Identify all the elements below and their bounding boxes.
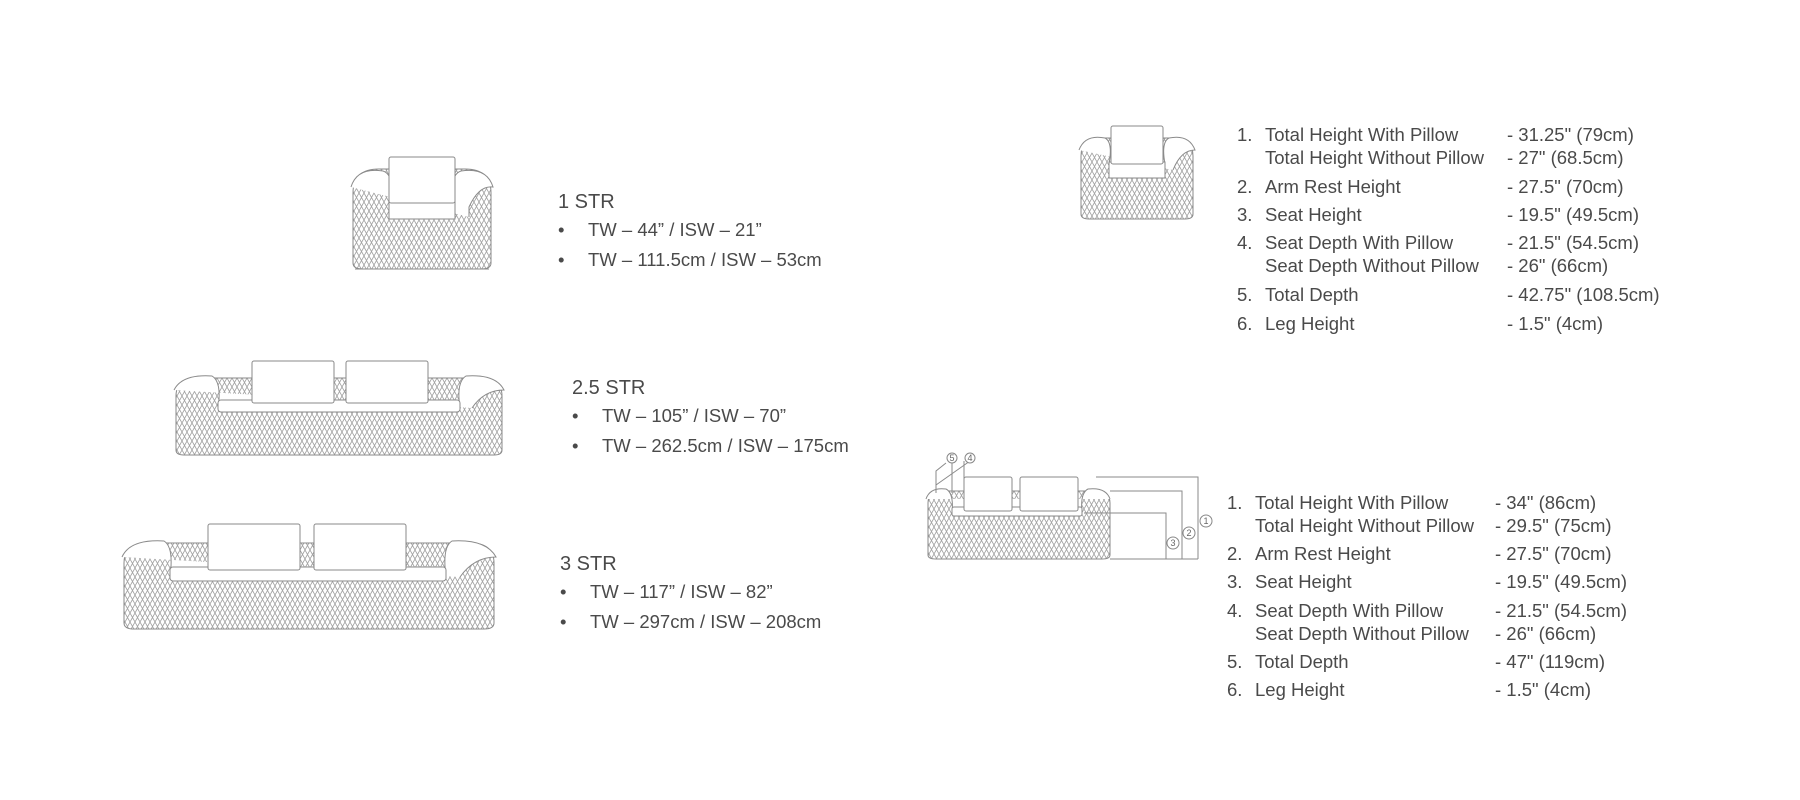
spec-number: 5. xyxy=(1237,284,1253,305)
spec-label: Total Height With Pillow xyxy=(1265,124,1459,145)
spec-value: - 42.75" (108.5cm) xyxy=(1507,284,1660,305)
spec-number: 1. xyxy=(1237,124,1253,145)
spec-label: Total Depth xyxy=(1255,651,1349,672)
model-title-2-5str: 2.5 STR xyxy=(572,377,646,399)
spec-number: 3. xyxy=(1237,204,1253,225)
bullet-icon: • xyxy=(560,581,567,602)
marker-3: 3 xyxy=(1170,538,1175,548)
bullet-text: TW – 44” / ISW – 21” xyxy=(588,219,762,240)
spec-value: - 21.5" (54.5cm) xyxy=(1507,232,1640,253)
spec-value: - 21.5" (54.5cm) xyxy=(1495,600,1628,621)
spec-value: - 29.5" (75cm) xyxy=(1495,515,1612,536)
sofa-3str-drawing xyxy=(121,523,497,630)
model-bullet: • TW – 44” / ISW – 21” xyxy=(558,219,762,241)
bullet-text: TW – 262.5cm / ISW – 175cm xyxy=(602,435,849,456)
model-bullet: • TW – 297cm / ISW – 208cm xyxy=(560,611,821,633)
spec-number: 3. xyxy=(1227,571,1243,592)
spec-value: - 19.5" (49.5cm) xyxy=(1495,571,1628,592)
spec-value: - 31.25" (79cm) xyxy=(1507,124,1634,145)
bullet-text: TW – 117” / ISW – 82” xyxy=(590,581,773,602)
spec-label: Seat Depth Without Pillow xyxy=(1255,623,1469,644)
spec-value: - 47" (119cm) xyxy=(1495,651,1606,672)
spec-label: Arm Rest Height xyxy=(1265,176,1401,197)
spec-label: Total Height Without Pillow xyxy=(1265,147,1485,168)
spec-value: - 27" (68.5cm) xyxy=(1507,147,1624,168)
spec-label: Seat Height xyxy=(1255,571,1352,592)
spec-value: - 27.5" (70cm) xyxy=(1507,176,1624,197)
chair-spec-drawing xyxy=(1078,125,1196,220)
chair-1str-drawing xyxy=(350,156,494,270)
model-bullet: • TW – 111.5cm / ISW – 53cm xyxy=(558,249,822,271)
spec-number: 4. xyxy=(1237,232,1253,253)
spec-value: - 26" (66cm) xyxy=(1495,623,1597,644)
bullet-icon: • xyxy=(572,435,579,456)
spec-label: Seat Depth With Pillow xyxy=(1265,232,1454,253)
bullet-text: TW – 105” / ISW – 70” xyxy=(602,405,787,426)
spec-number: 6. xyxy=(1227,679,1243,700)
spec-number: 2. xyxy=(1237,176,1253,197)
bullet-text: TW – 297cm / ISW – 208cm xyxy=(590,611,822,632)
bullet-text: TW – 111.5cm / ISW – 53cm xyxy=(588,249,822,270)
spec-label: Seat Depth With Pillow xyxy=(1255,600,1444,621)
spec-number: 5. xyxy=(1227,651,1243,672)
model-title-1str: 1 STR xyxy=(558,191,615,213)
spec-label: Total Depth xyxy=(1265,284,1359,305)
spec-label: Total Height Without Pillow xyxy=(1255,515,1475,536)
sofa-2-5str-drawing xyxy=(173,360,505,456)
spec-number: 6. xyxy=(1237,313,1253,334)
spec-number: 4. xyxy=(1227,600,1243,621)
model-bullet: • TW – 105” / ISW – 70” xyxy=(572,405,786,427)
spec-value: - 1.5" (4cm) xyxy=(1495,679,1591,700)
spec-value: - 27.5" (70cm) xyxy=(1495,543,1612,564)
spec-label: Seat Depth Without Pillow xyxy=(1265,255,1479,276)
marker-5: 5 xyxy=(949,453,954,463)
spec-label: Seat Height xyxy=(1265,204,1362,225)
sofa-side-spec-drawing: 5 4 1 2 3 xyxy=(925,452,1213,560)
spec-label: Leg Height xyxy=(1265,313,1355,334)
bullet-icon: • xyxy=(560,611,567,632)
spec-label: Total Height With Pillow xyxy=(1255,492,1449,513)
spec-value: - 34" (86cm) xyxy=(1495,492,1597,513)
bullet-icon: • xyxy=(558,219,565,240)
spec-value: - 19.5" (49.5cm) xyxy=(1507,204,1640,225)
marker-2: 2 xyxy=(1186,528,1191,538)
spec-number: 2. xyxy=(1227,543,1243,564)
spec-label: Arm Rest Height xyxy=(1255,543,1391,564)
bullet-icon: • xyxy=(558,249,565,270)
model-title-3str: 3 STR xyxy=(560,553,617,575)
model-bullet: • TW – 262.5cm / ISW – 175cm xyxy=(572,435,849,457)
spec-label: Leg Height xyxy=(1255,679,1345,700)
marker-1: 1 xyxy=(1203,516,1208,526)
spec-value: - 26" (66cm) xyxy=(1507,255,1609,276)
model-bullet: • TW – 117” / ISW – 82” xyxy=(560,581,773,603)
bullet-icon: • xyxy=(572,405,579,426)
spec-number: 1. xyxy=(1227,492,1243,513)
spec-value: - 1.5" (4cm) xyxy=(1507,313,1603,334)
marker-4: 4 xyxy=(967,453,972,463)
